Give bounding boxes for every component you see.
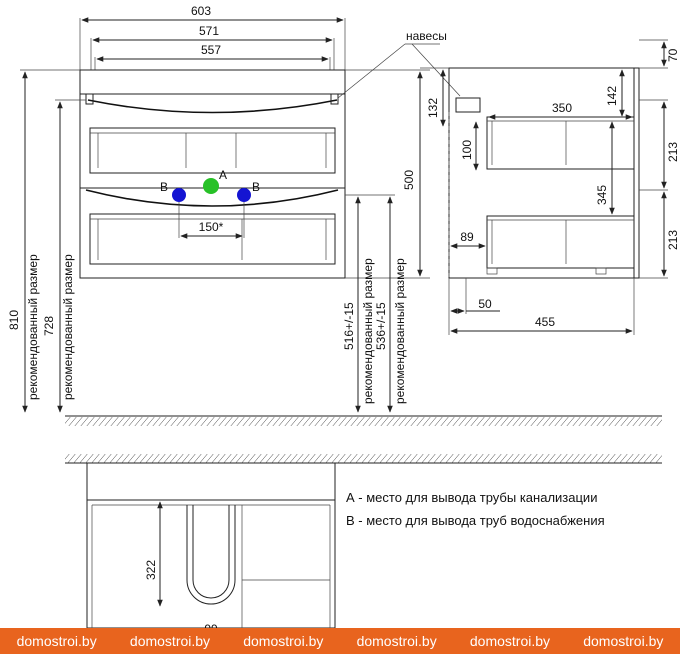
- watermark-text: domostroi.by: [16, 633, 97, 649]
- dim-557: 557: [201, 43, 221, 57]
- marker-b-left-dot: [172, 188, 186, 202]
- dim-350: 350: [552, 101, 572, 115]
- dim-571: 571: [199, 24, 219, 38]
- label-recommended-810: рекомендованный размер: [26, 254, 40, 400]
- hinges-label: навесы: [406, 29, 447, 43]
- dim-213-top: 213: [666, 142, 680, 162]
- marker-a-dot: [203, 178, 219, 194]
- bottom-view: 322 99: [65, 454, 662, 639]
- basin-top-curve: [87, 99, 338, 114]
- dim-150: 150*: [199, 220, 224, 234]
- siphon-cutout: [186, 505, 236, 605]
- marker-b-left-label: B: [160, 180, 168, 194]
- dim-516: 516+/-15: [342, 302, 356, 350]
- dim-603: 603: [191, 4, 211, 18]
- basin-bottom-curve: [85, 189, 339, 207]
- legend-a: А - место для вывода трубы канализации: [346, 490, 598, 505]
- dim-132: 132: [426, 98, 440, 118]
- watermark-text: domostroi.by: [583, 633, 664, 649]
- dim-213-bottom: 213: [666, 230, 680, 250]
- front-view: 603 571 557 A: [7, 4, 461, 413]
- watermark-text: domostroi.by: [469, 633, 551, 649]
- dim-70: 70: [666, 48, 680, 62]
- marker-a-label: A: [219, 168, 227, 182]
- label-recommended-536: рекомендованный размер: [393, 258, 407, 404]
- legend-b: В - место для вывода труб водоснабжения: [346, 513, 605, 528]
- dim-536: 536+/-15: [374, 302, 388, 350]
- dim-50: 50: [478, 297, 492, 311]
- front-cabinet-outline: [79, 69, 346, 279]
- watermark-text: domostroi.by: [243, 633, 324, 649]
- label-recommended-516: рекомендованный размер: [361, 258, 375, 404]
- side-view: 70 213 213 142 345 132 100 350 89 50 455: [420, 39, 680, 335]
- floor-line: [65, 415, 662, 426]
- label-recommended-728: рекомендованный размер: [61, 254, 75, 400]
- watermark-bar: domostroi.by domostroi.by domostroi.by d…: [0, 628, 680, 654]
- dim-455: 455: [535, 315, 555, 329]
- dim-89: 89: [460, 230, 474, 244]
- watermark-text: domostroi.by: [129, 633, 211, 649]
- bottom-cabinet-outline: [86, 462, 336, 629]
- dim-810: 810: [7, 310, 21, 330]
- dim-500: 500: [402, 170, 416, 190]
- dim-345: 345: [595, 185, 609, 205]
- marker-b-right-label: B: [252, 180, 260, 194]
- dim-142: 142: [605, 86, 619, 106]
- dim-322: 322: [144, 560, 158, 580]
- dim-728: 728: [42, 316, 56, 336]
- side-cabinet-outline: [448, 67, 640, 279]
- marker-b-right-dot: [237, 188, 251, 202]
- watermark-text: domostroi.by: [356, 633, 437, 649]
- dim-100: 100: [460, 140, 474, 160]
